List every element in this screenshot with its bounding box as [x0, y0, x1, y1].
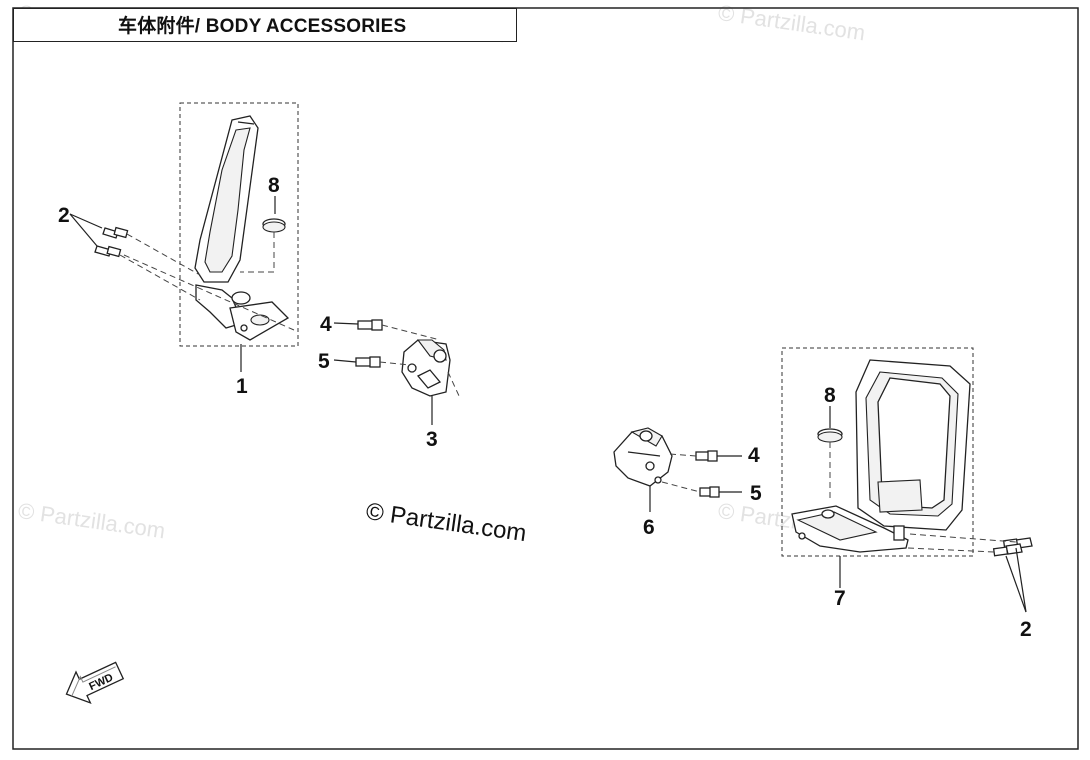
screw-2-right-b[interactable] — [992, 543, 1023, 557]
callout-3: 3 — [426, 428, 438, 451]
bolt-4-right[interactable] — [695, 450, 718, 462]
callout-7: 7 — [834, 587, 846, 610]
grommet-8-left[interactable] — [262, 218, 286, 233]
callout-8-right: 8 — [824, 384, 836, 407]
callout-5-left: 5 — [318, 350, 330, 373]
callout-6: 6 — [643, 516, 655, 539]
callout-1: 1 — [236, 375, 248, 398]
mirror-left[interactable] — [194, 115, 290, 341]
callout-5-right: 5 — [750, 482, 762, 505]
bolt-5-right[interactable] — [699, 486, 720, 498]
bolt-4-left[interactable] — [357, 319, 383, 331]
callout-4-left: 4 — [320, 313, 332, 336]
diagram-frame — [12, 7, 1079, 750]
mount-bracket-6[interactable] — [613, 427, 673, 487]
page-title: 车体附件/ BODY ACCESSORIES — [118, 16, 407, 37]
bolt-5-left[interactable] — [355, 356, 381, 368]
mirror-left-group-box — [179, 102, 299, 347]
screw-2-left-b[interactable] — [94, 245, 122, 258]
mirror-right-group-box — [781, 347, 974, 557]
callout-2-left: 2 — [58, 204, 70, 227]
grommet-8-right[interactable] — [817, 428, 843, 443]
title-box — [13, 8, 517, 42]
mount-bracket-3[interactable] — [401, 339, 451, 397]
callout-2-right: 2 — [1020, 618, 1032, 641]
mirror-right[interactable] — [791, 359, 971, 553]
callout-8-left: 8 — [268, 174, 280, 197]
fwd-arrow-icon: FWD — [65, 661, 125, 704]
screw-2-left-a[interactable] — [102, 226, 129, 239]
callout-4-right: 4 — [748, 444, 760, 467]
